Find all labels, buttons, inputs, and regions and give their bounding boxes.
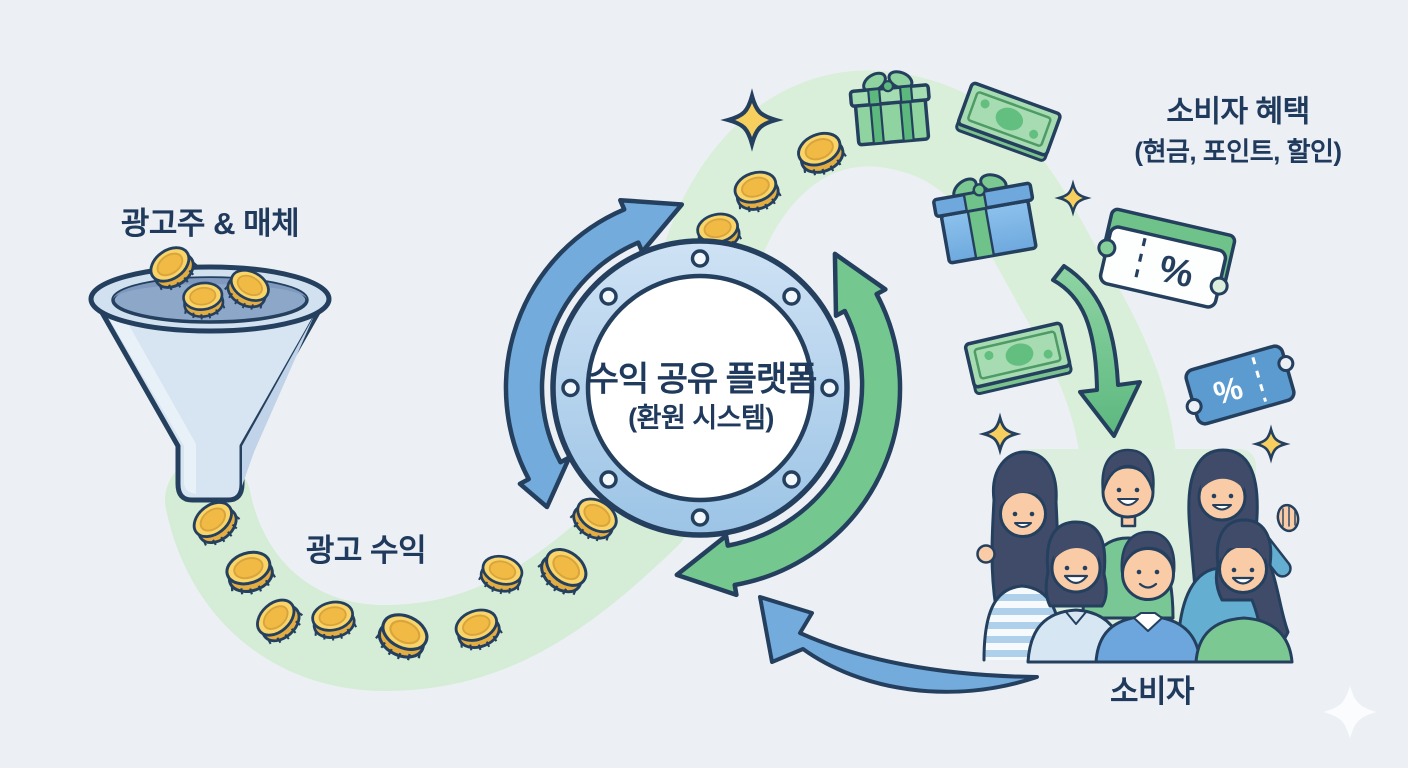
consumers-label: 소비자 [1109,673,1195,709]
platform-subtitle: (환원 시스템) [628,403,774,434]
discount-coupon-white-icon: % [1097,207,1237,309]
person-front-center [1094,530,1202,664]
sparkle-white-icon [1323,685,1377,739]
gift-box-blue-icon [932,173,1038,265]
gift-box-green-icon [848,70,931,147]
person-back-left [976,450,1064,662]
benefits-title: 소비자 혜택 [1166,95,1310,129]
benefit-down-arrow [1051,264,1142,438]
banknote-icon [955,81,1062,162]
cycle-arrow-green [674,251,903,598]
platform-ring [550,238,850,538]
return-swoosh-arrow [758,595,1039,694]
consumers-group [976,448,1300,664]
funnel-icon [88,239,332,503]
platform-title: 수익 공유 플랫폼 [587,360,818,399]
discount-coupon-blue-icon: % [1184,344,1296,426]
advertisers-label: 광고주 & 매체 [120,205,300,241]
benefits-subtitle: (현금, 포인트, 할인) [1134,136,1342,167]
ad-revenue-label: 광고 수익 [305,532,427,568]
banknote-stack-icon [963,321,1073,396]
person-front-right [1194,518,1294,664]
ring-rivets [561,249,839,527]
